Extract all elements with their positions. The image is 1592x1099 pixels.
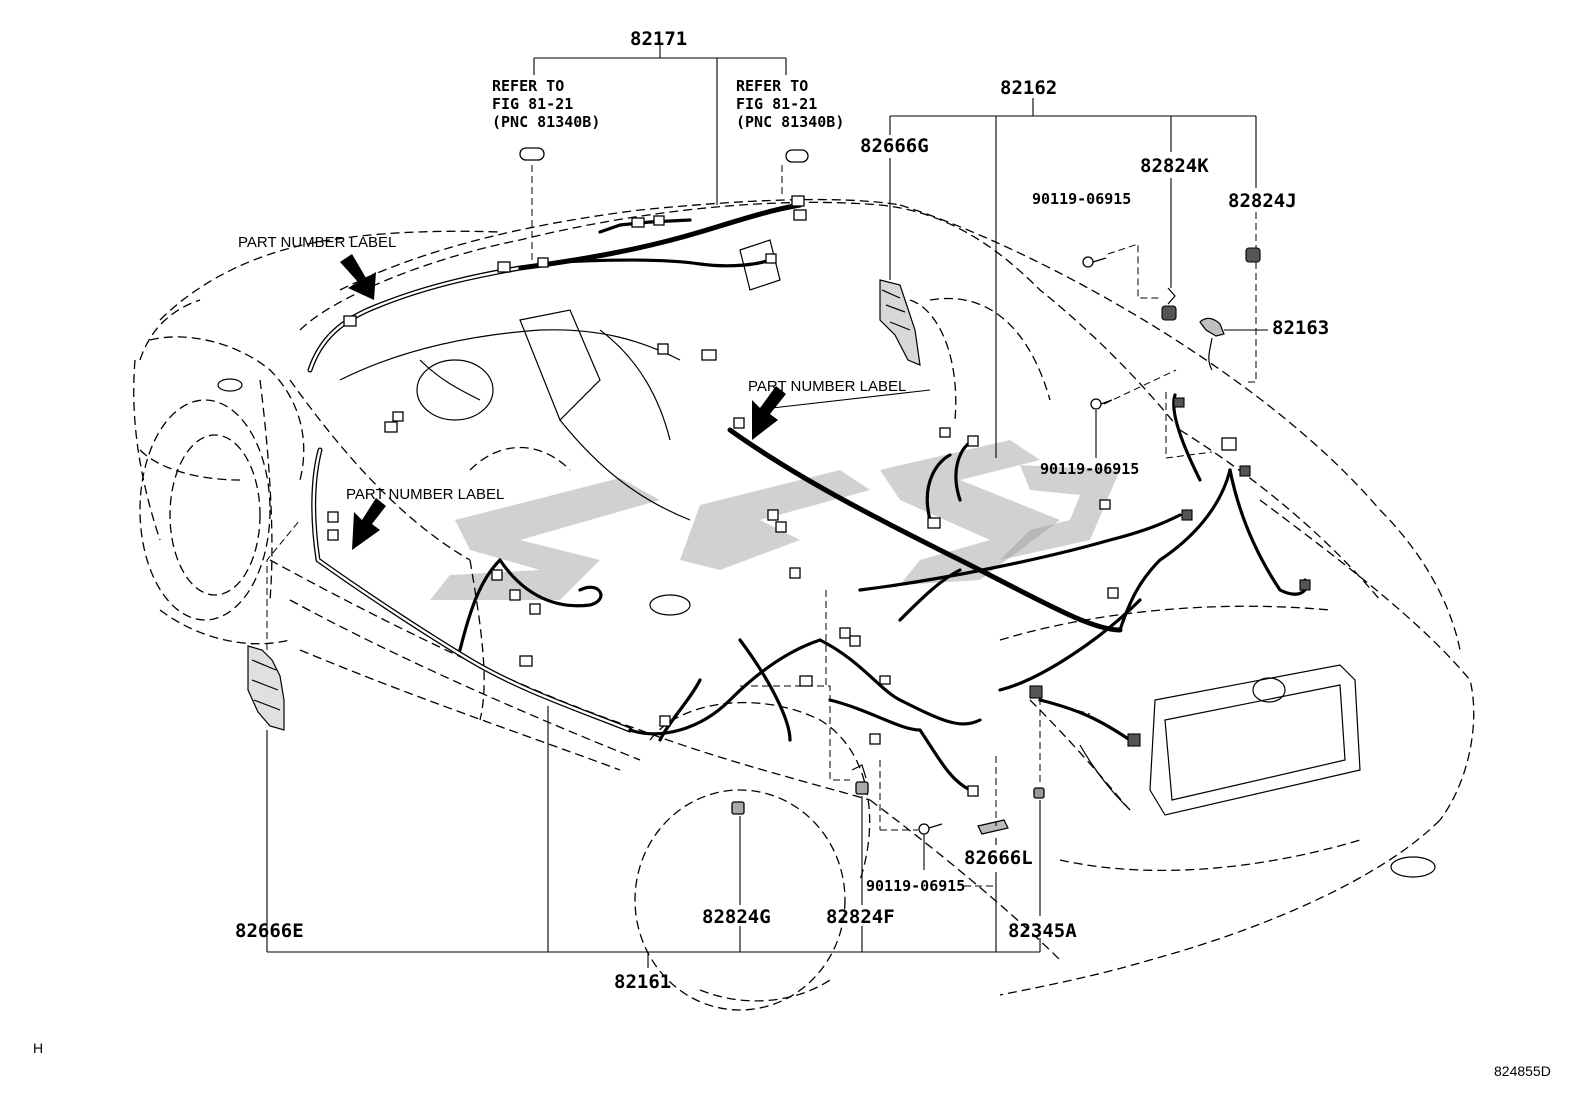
clamp-82345A [1033,787,1045,799]
bolt-90119-mid [1090,398,1113,410]
part-label-arrow-1 [340,254,376,300]
part-number-label-3: PART NUMBER LABEL [346,486,504,503]
part-label-arrow-2 [752,386,786,440]
refer-right-line3: (PNC 81340B) [736,113,844,131]
wire-harness-82171 [307,202,803,373]
part-number-90119-top: 90119-06915 [1032,190,1131,208]
bracket-82666L [977,819,1009,835]
part-number-82666E: 82666E [235,920,304,942]
clamp-82824G [731,801,745,815]
part-number-label-1: PART NUMBER LABEL [238,234,396,251]
clamp-82824F [851,764,869,795]
part-number-82824F: 82824F [826,906,895,928]
part-number-82666L: 82666L [964,847,1033,869]
part-number-82171: 82171 [630,28,687,50]
car-body-outline [133,198,1475,1011]
part-number-82666G: 82666G [860,135,929,157]
refer-right-line1: REFER TO [736,77,808,95]
harness-connectors [327,147,1311,797]
part-number-90119-low: 90119-06915 [866,877,965,895]
corner-mark: H [33,1040,43,1056]
refer-left-line1: REFER TO [492,77,564,95]
figure-code: 824855D [1494,1063,1551,1079]
part-number-82163: 82163 [1272,317,1329,339]
part-number-82824J: 82824J [1228,190,1297,212]
part-number-90119-mid: 90119-06915 [1040,460,1139,478]
bracket-82666E [247,645,285,731]
refer-left-line2: FIG 81-21 [492,95,573,113]
clamp-82824J [1245,247,1261,263]
refer-left-line3: (PNC 81340B) [492,113,600,131]
clamp-82824K [1161,287,1177,321]
bracket-82666G [879,279,921,366]
refer-right-line2: FIG 81-21 [736,95,817,113]
part-number-82161: 82161 [614,971,671,993]
bolt-90119-top [1082,256,1107,268]
protector-82163 [1199,317,1225,371]
wire-harness-82161 [311,447,982,792]
part-number-82162: 82162 [1000,77,1057,99]
part-label-arrow-3 [352,498,386,550]
part-number-82345A: 82345A [1008,920,1077,942]
bolt-90119-low [918,823,943,835]
part-number-82824G: 82824G [702,906,771,928]
leader-lines [266,45,1268,968]
watermark-logo [430,440,1120,600]
part-number-label-2: PART NUMBER LABEL [748,378,906,395]
part-number-82824K: 82824K [1140,155,1209,177]
